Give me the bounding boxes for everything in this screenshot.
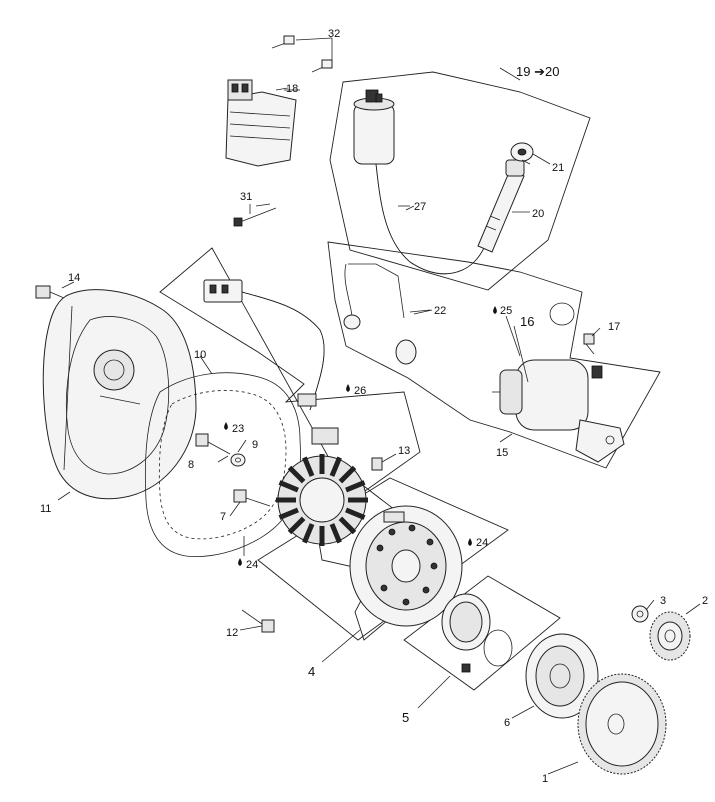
callout-31: 31 bbox=[240, 191, 252, 203]
callout-25: 25 bbox=[500, 305, 512, 317]
part-22-starter-wire bbox=[343, 263, 433, 365]
stator-tooth bbox=[338, 516, 357, 535]
callout-14: 14 bbox=[68, 272, 80, 284]
callout-11: 11 bbox=[40, 503, 51, 515]
stator-tooth bbox=[345, 480, 366, 493]
stator-tooth bbox=[302, 456, 315, 477]
part-8-bolt bbox=[195, 433, 231, 455]
callout-19-20: 19 ➔20 bbox=[516, 64, 559, 79]
callout-26: 26 bbox=[354, 385, 366, 397]
part-19-ignition-coil bbox=[353, 89, 395, 165]
part-2-idler-gear bbox=[649, 611, 691, 661]
stator-harness-connector bbox=[203, 279, 339, 445]
stator-tooth bbox=[287, 465, 306, 484]
part-10-gasket bbox=[144, 372, 301, 558]
callout-22: 22 bbox=[434, 305, 446, 317]
callout-16: 16 bbox=[520, 314, 534, 329]
part-1-ring-gear bbox=[577, 673, 667, 775]
rotor-flywheel bbox=[349, 505, 463, 627]
part-32-screws bbox=[271, 35, 333, 73]
part-21-plug-cap-seal bbox=[510, 142, 551, 165]
callout-3: 3 bbox=[660, 595, 666, 607]
callout-27: 27 bbox=[414, 201, 426, 213]
leader-lines bbox=[199, 67, 701, 775]
stator-tooth bbox=[278, 507, 299, 520]
callout-12: 12 bbox=[226, 627, 238, 639]
callout-32: 32 bbox=[328, 28, 340, 40]
part-27-high-tension-lead bbox=[375, 163, 485, 275]
part-13-bolt bbox=[371, 453, 397, 471]
part-16-o-ring bbox=[549, 302, 575, 326]
stator-tooth bbox=[329, 456, 342, 477]
callout-1: 1 bbox=[542, 773, 548, 785]
callout-21: 21 bbox=[552, 162, 564, 174]
part-20-spark-plug-cap bbox=[477, 159, 525, 253]
group-outline-starter bbox=[327, 241, 661, 469]
callout-18: 18 bbox=[286, 83, 298, 95]
callout-24-gasket: 24 bbox=[246, 559, 258, 571]
stator-tooth bbox=[278, 480, 299, 493]
drop-icon-25 bbox=[493, 306, 497, 314]
part-11-magneto-cover bbox=[42, 289, 197, 501]
stator-tooth bbox=[329, 523, 342, 544]
callout-9: 9 bbox=[252, 439, 258, 451]
drop-icon-24b bbox=[238, 558, 242, 566]
part-7-screw bbox=[233, 489, 271, 507]
callout-7: 7 bbox=[220, 511, 226, 523]
callout-15: 15 bbox=[496, 447, 508, 459]
stator-tooth bbox=[287, 516, 306, 535]
part-31-cable-tie bbox=[233, 204, 277, 227]
drop-icon-23 bbox=[224, 422, 228, 430]
part-14-screw bbox=[35, 281, 75, 299]
part-15-starter-motor bbox=[492, 359, 625, 463]
drop-icon-26 bbox=[346, 384, 350, 392]
group-outline-ignition-coil bbox=[329, 71, 591, 291]
part-3-bushing bbox=[631, 605, 649, 623]
callout-24-rotor: 24 bbox=[476, 537, 488, 549]
stator-tooth bbox=[302, 523, 315, 544]
callout-10: 10 bbox=[194, 349, 206, 361]
stator-coil-assembly bbox=[276, 454, 368, 546]
callout-17: 17 bbox=[608, 321, 620, 333]
stator-tooth bbox=[338, 465, 357, 484]
callout-2: 2 bbox=[702, 595, 708, 607]
callout-5: 5 bbox=[402, 710, 409, 725]
callout-13: 13 bbox=[398, 445, 410, 457]
drop-icon-24a bbox=[468, 538, 472, 546]
part-9-washer bbox=[230, 453, 246, 467]
callout-8: 8 bbox=[188, 459, 194, 471]
part-18-control-module bbox=[225, 79, 300, 167]
callout-4: 4 bbox=[308, 664, 315, 679]
part-17-bolt bbox=[583, 333, 595, 355]
callout-6: 6 bbox=[504, 717, 510, 729]
part-6-gear-hub bbox=[525, 633, 599, 719]
part-5-one-way-clutch bbox=[441, 593, 513, 673]
stator-tooth bbox=[345, 507, 366, 520]
callout-23: 23 bbox=[232, 423, 244, 435]
drop-markers bbox=[224, 306, 497, 566]
callout-20: 20 bbox=[532, 208, 544, 220]
